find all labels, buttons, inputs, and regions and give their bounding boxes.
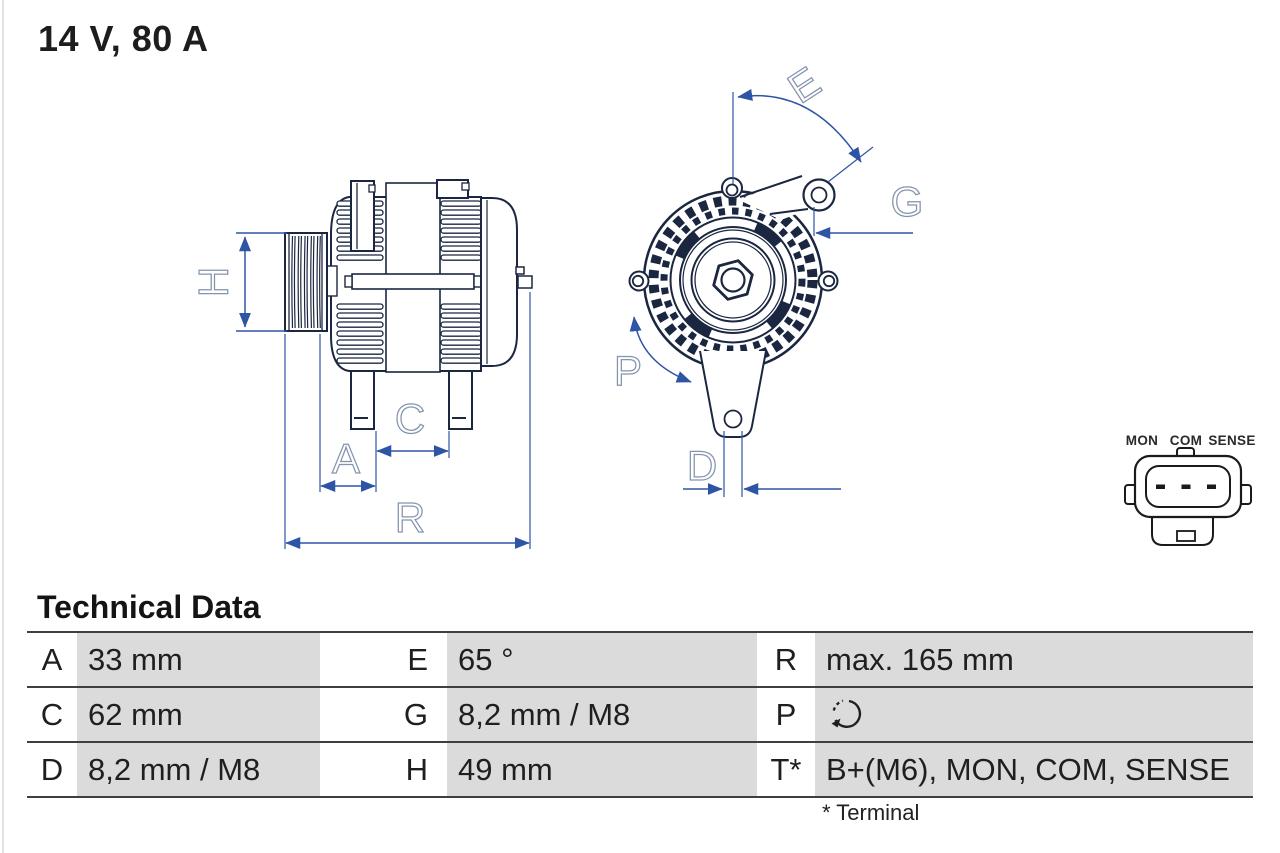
connector-pin-com — [1181, 484, 1191, 489]
dim-label-c: C — [395, 395, 425, 442]
section-heading: Technical Data — [37, 589, 261, 625]
technical-data-table: A 33 mm E 65 ° R max. 165 mm C 62 mm G 8… — [27, 631, 1253, 798]
table-value-g: 8,2 mm / M8 — [447, 688, 757, 741]
connector-drawing: MON COM SENSE — [1124, 433, 1255, 546]
connector-pin-label-mon: MON — [1126, 433, 1158, 448]
table-row: C 62 mm G 8,2 mm / M8 P — [27, 686, 1253, 741]
pulley-ribs — [291, 235, 321, 329]
table-key-a: A — [27, 633, 77, 686]
dimension-g: G — [813, 177, 924, 239]
connector-keying-notch — [1176, 530, 1196, 542]
connector-pin-label-com: COM — [1170, 433, 1202, 448]
through-bolt — [344, 273, 483, 290]
connector-pin-label-sense: SENSE — [1208, 433, 1255, 448]
connector-pin-sense — [1207, 484, 1216, 489]
dim-label-e: E — [780, 58, 829, 113]
dimension-a: A — [320, 434, 376, 492]
table-key-e: E — [320, 633, 447, 686]
table-key-p: P — [757, 688, 815, 741]
dimension-e: E — [732, 57, 874, 184]
connector-pin-mon — [1156, 484, 1165, 489]
table-value-e: 65 ° — [447, 633, 757, 686]
dim-label-p: P — [614, 347, 642, 394]
table-key-h: H — [320, 743, 447, 796]
page-edge-divider — [2, 0, 4, 853]
top-mounting-lugs — [350, 179, 470, 252]
table-key-r: R — [757, 633, 815, 686]
mounting-arm — [739, 174, 836, 220]
table-value-t: B+(M6), MON, COM, SENSE — [815, 743, 1253, 796]
lug-hole — [723, 409, 743, 429]
dim-label-h: H — [190, 267, 237, 297]
dimension-d: D — [683, 431, 841, 497]
pulley — [284, 232, 338, 332]
terminal-stub-bplus — [517, 275, 533, 289]
dim-label-g: G — [891, 178, 924, 225]
terminal-footnote: * Terminal — [822, 800, 920, 825]
dim-label-r: R — [395, 494, 425, 541]
connector-lower-housing — [1151, 510, 1214, 546]
table-row: A 33 mm E 65 ° R max. 165 mm — [27, 631, 1253, 686]
right-ear — [817, 270, 839, 292]
table-value-h: 49 mm — [447, 743, 757, 796]
dim-label-d: D — [687, 442, 717, 489]
table-key-t: T* — [757, 743, 815, 796]
bottom-lug — [699, 350, 767, 438]
extension-lines — [284, 292, 531, 549]
mounting-feet — [350, 370, 473, 430]
table-value-a: 33 mm — [77, 633, 320, 686]
rotation-direction-icon — [831, 699, 862, 728]
table-value-p — [815, 688, 1253, 741]
dimension-c: C — [376, 394, 449, 457]
alternator-front-view: E G P D — [613, 57, 924, 497]
table-key-d: D — [27, 743, 77, 796]
table-row: D 8,2 mm / M8 H 49 mm T* B+(M6), MON, CO… — [27, 741, 1253, 796]
table-value-c: 62 mm — [77, 688, 320, 741]
dim-label-a: A — [332, 435, 360, 482]
top-ear — [721, 177, 743, 199]
terminal-stub-small — [515, 266, 525, 275]
table-value-d: 8,2 mm / M8 — [77, 743, 320, 796]
rotation-direction-p: P — [613, 316, 692, 395]
dimension-r: R — [285, 493, 530, 549]
table-key-g: G — [320, 688, 447, 741]
alternator-side-view: H A C R — [189, 179, 533, 549]
shaft-center — [720, 267, 746, 293]
dimension-h: H — [189, 232, 287, 332]
rib-blocks — [671, 218, 795, 342]
left-ear — [628, 270, 650, 292]
table-value-r: max. 165 mm — [815, 633, 1253, 686]
arm-hole-inner — [810, 186, 828, 204]
rear-cover — [480, 197, 533, 367]
page-title: 14 V, 80 A — [38, 18, 209, 59]
vent-slot-ring-inner — [660, 207, 806, 353]
table-key-c: C — [27, 688, 77, 741]
